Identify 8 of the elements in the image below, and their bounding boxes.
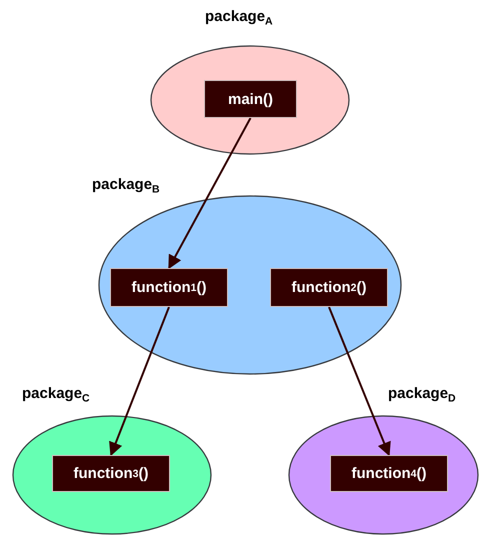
- package-label: package$_{A}$: [205, 8, 273, 25]
- package-label: package$_{D}$: [388, 385, 456, 402]
- package-label: package$_{B}$: [92, 176, 160, 193]
- package-label: package$_{C}$: [22, 385, 90, 402]
- function-box: main(): [204, 80, 297, 118]
- arrow: [328, 306, 391, 456]
- arrow: [168, 118, 252, 270]
- arrow: [109, 306, 170, 456]
